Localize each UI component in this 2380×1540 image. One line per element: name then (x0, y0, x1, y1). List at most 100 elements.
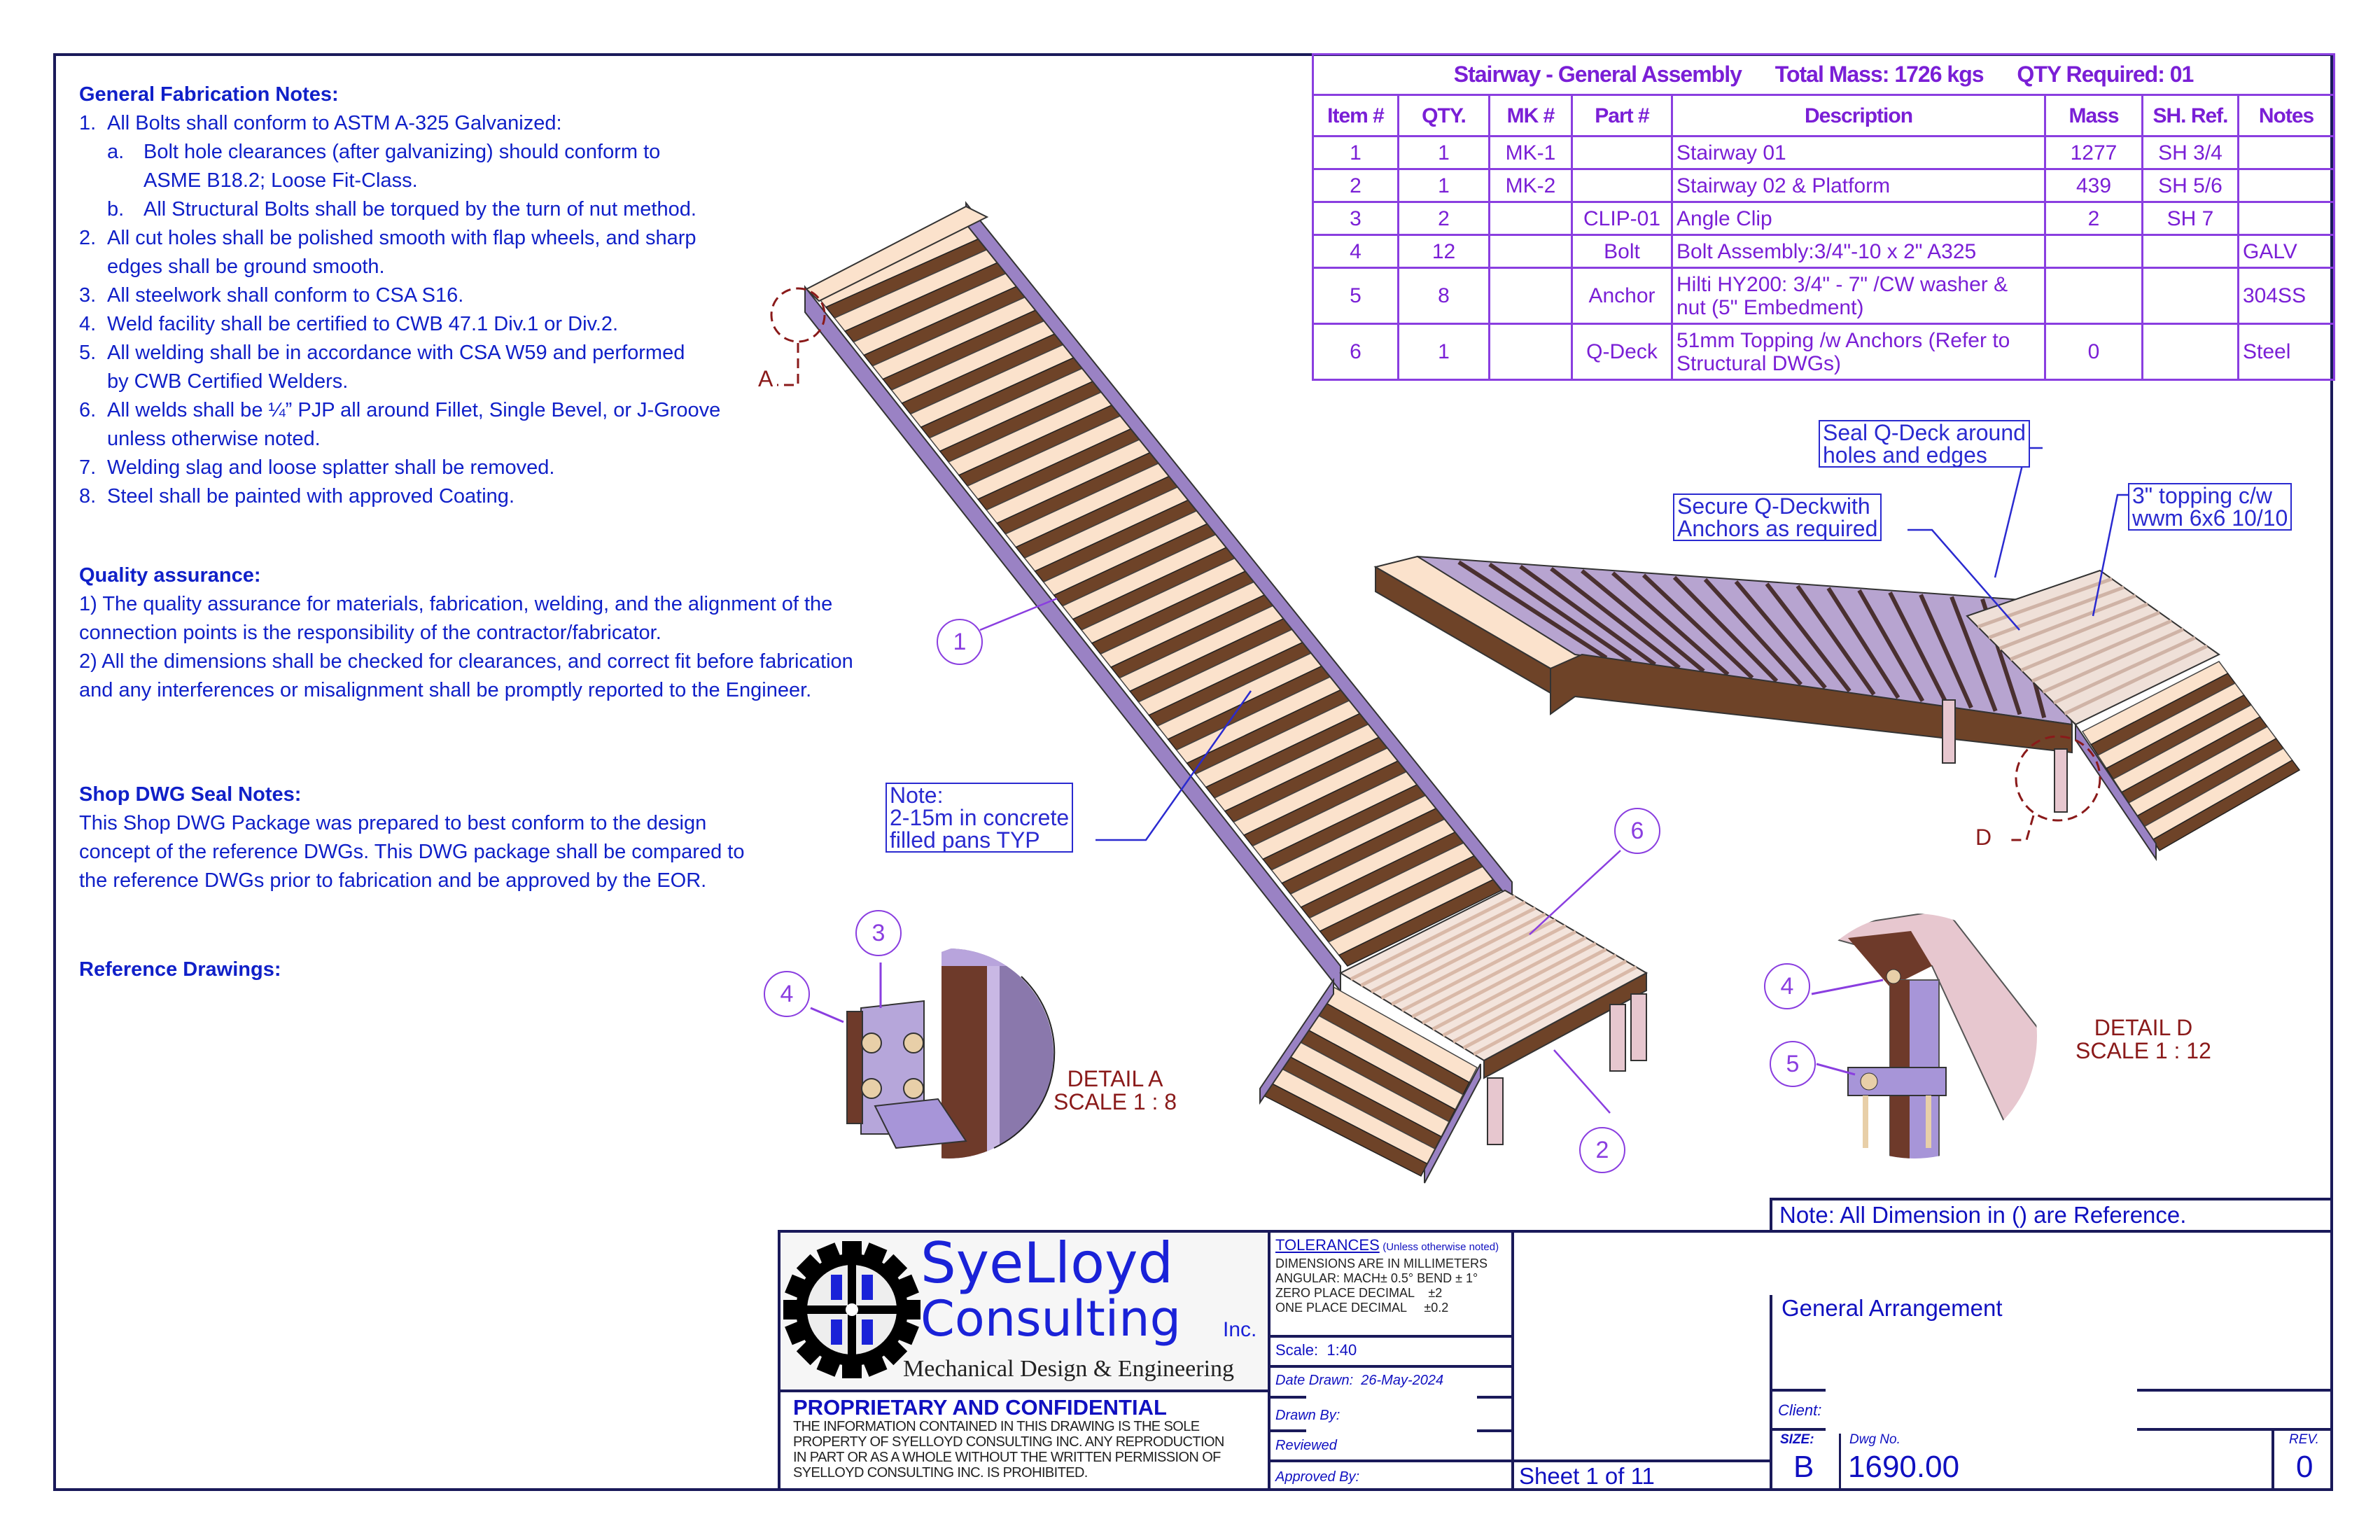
callout-leaders (1096, 447, 2128, 841)
divider (2272, 1428, 2274, 1491)
bom-cell: Q-Deck (1571, 323, 1673, 381)
deck-rib (1380, 912, 1546, 1000)
deck-rib (1432, 941, 1597, 1031)
bom-cell: 12 (1397, 234, 1490, 269)
bom-cell: 2 (1312, 168, 1399, 203)
deck-rib (1473, 965, 1637, 1056)
scale-field: Scale: 1:40 (1275, 1341, 1357, 1359)
deck-rib (1391, 918, 1557, 1006)
divider (1268, 1460, 1772, 1462)
bom-cell: 0 (2044, 323, 2143, 381)
bom-cell: Anchor (1571, 267, 1673, 325)
note-text: Welding slag and loose splatter shall be… (107, 456, 555, 479)
qa-line: and any interferences or misalignment sh… (79, 679, 812, 701)
bom-cell: 304SS (2236, 267, 2336, 325)
bom-cell: Bolt Assembly:3/4"-10 x 2" A325 (1671, 234, 2046, 269)
bom-cell (1488, 267, 1573, 325)
bom-column-header: Item # (1312, 94, 1399, 137)
sheet-number: Sheet 1 of 11 (1519, 1463, 1655, 1489)
item-balloon-1: 1 (937, 619, 983, 665)
divider (1268, 1365, 1513, 1368)
proprietary-heading: PROPRIETARY AND CONFIDENTIAL (793, 1395, 1167, 1420)
platform-post (1609, 1004, 1626, 1072)
divider (2137, 1389, 2333, 1392)
detail-d-scale: SCALE 1 : 12 (2076, 1038, 2211, 1063)
detail-a-callout-label: A (758, 366, 774, 391)
note-text: edges shall be ground smooth. (107, 255, 385, 278)
bom-column-header: Mass (2044, 94, 2143, 137)
detail-d-title: DETAIL D SCALE 1 : 12 (2076, 1016, 2211, 1063)
revision: 0 (2296, 1450, 2314, 1484)
reference-note-box: Note: All Dimension in () are Reference. (1770, 1198, 2333, 1233)
deck-rib (1411, 930, 1577, 1018)
top-landing (805, 205, 989, 302)
stair2-tread (1550, 567, 1681, 670)
note-text: All welding shall be in accordance with … (107, 342, 685, 364)
bom-cell: SH 5/6 (2141, 168, 2239, 203)
item-balloon-4-detail-a: 4 (764, 971, 810, 1017)
stair2-tread (1611, 571, 1730, 676)
note-text: All cut holes shall be polished smooth w… (107, 227, 696, 249)
bom-cell (2141, 323, 2239, 381)
general-note-item: b.All Structural Bolts shall be torqued … (79, 195, 919, 224)
deck-rib (2052, 636, 2197, 705)
date-drawn-field: Date Drawn: 26-May-2024 (1275, 1373, 1444, 1388)
deck-rib (1452, 953, 1617, 1044)
bom-cell: 51mm Topping /w Anchors (Refer to Struct… (1671, 323, 2046, 381)
sheet-size: B (1793, 1450, 1814, 1484)
stair2-post (1942, 699, 1956, 764)
stair2-tread (1734, 580, 1827, 690)
general-note-item: 6.All welds shall be ¼” PJP all around F… (79, 396, 919, 425)
detail-d-leader (2009, 815, 2035, 841)
detail-a-scale: SCALE 1 : 8 (1054, 1089, 1177, 1114)
note-text: ASME B18.2; Loose Fit-Class. (144, 169, 418, 192)
divider (1511, 1230, 1514, 1491)
bom-cell: 5 (1312, 267, 1399, 325)
deck-rib (2042, 627, 2185, 694)
seal-heading: Shop DWG Seal Notes: (79, 783, 302, 806)
reference-drawings: Reference Drawings: (79, 955, 281, 984)
note-text: All welds shall be ¼” PJP all around Fil… (107, 399, 721, 421)
deck-rib (2020, 610, 2160, 672)
tolerance-line: DIMENSIONS ARE IN MILLIMETERS (1275, 1256, 1488, 1270)
platform-post (1487, 1077, 1504, 1145)
drawn-by-field: Drawn By: (1275, 1408, 1340, 1423)
deck-rib (1988, 585, 2124, 640)
bom-cell: 1 (1397, 323, 1490, 381)
general-note-item: unless otherwise noted. (79, 425, 919, 454)
stair2-tread (1672, 575, 1779, 683)
deck-rib (2031, 619, 2172, 683)
proprietary-line: SYELLOYD CONSULTING INC. IS PROHIBITED. (793, 1465, 1088, 1480)
bom-cell (1571, 168, 1673, 203)
approved-by-field: Approved By: (1275, 1469, 1360, 1485)
deck-rib (2010, 602, 2148, 662)
item-balloon-4-detail-d: 4 (1764, 963, 1810, 1009)
bill-of-materials-table: Stairway - General Assembly Total Mass: … (1311, 53, 2336, 381)
seal-line: concept of the reference DWGs. This DWG … (79, 841, 745, 863)
proprietary-notice: PROPRIETARY AND CONFIDENTIAL THE INFORMA… (793, 1395, 1266, 1481)
bom-column-header: Part # (1571, 94, 1673, 137)
platform-beam (1483, 972, 1647, 1079)
callout-line: Seal Q-Deck around (1823, 420, 2026, 445)
stair2-tread (1457, 560, 1608, 660)
note-number: 7. (79, 456, 97, 479)
general-note-item: a.Bolt hole clearances (after galvanizin… (79, 138, 919, 167)
note-number: 3. (79, 284, 97, 307)
bom-cell (1488, 234, 1573, 269)
general-note-item: 5.All welding shall be in accordance wit… (79, 339, 919, 368)
general-notes-heading: General Fabrication Notes: (79, 83, 339, 106)
bom-cell (1488, 201, 1573, 236)
qa-line: connection points is the responsibility … (79, 622, 662, 644)
drawing-title: General Arrangement (1782, 1295, 2003, 1321)
item-balloon-3: 3 (855, 910, 902, 956)
bom-cell: 1 (1397, 168, 1490, 203)
bom-cell: 1277 (2044, 135, 2143, 170)
stair2-tread (1795, 584, 1876, 696)
stair2-tread (1642, 573, 1754, 680)
divider (1477, 1429, 1512, 1432)
note-text: All steelwork shall conform to CSA S16. (107, 284, 464, 307)
callout-line: Note: (890, 783, 944, 808)
deck-rib (1977, 577, 2113, 629)
stairway-01 (804, 201, 1648, 1184)
